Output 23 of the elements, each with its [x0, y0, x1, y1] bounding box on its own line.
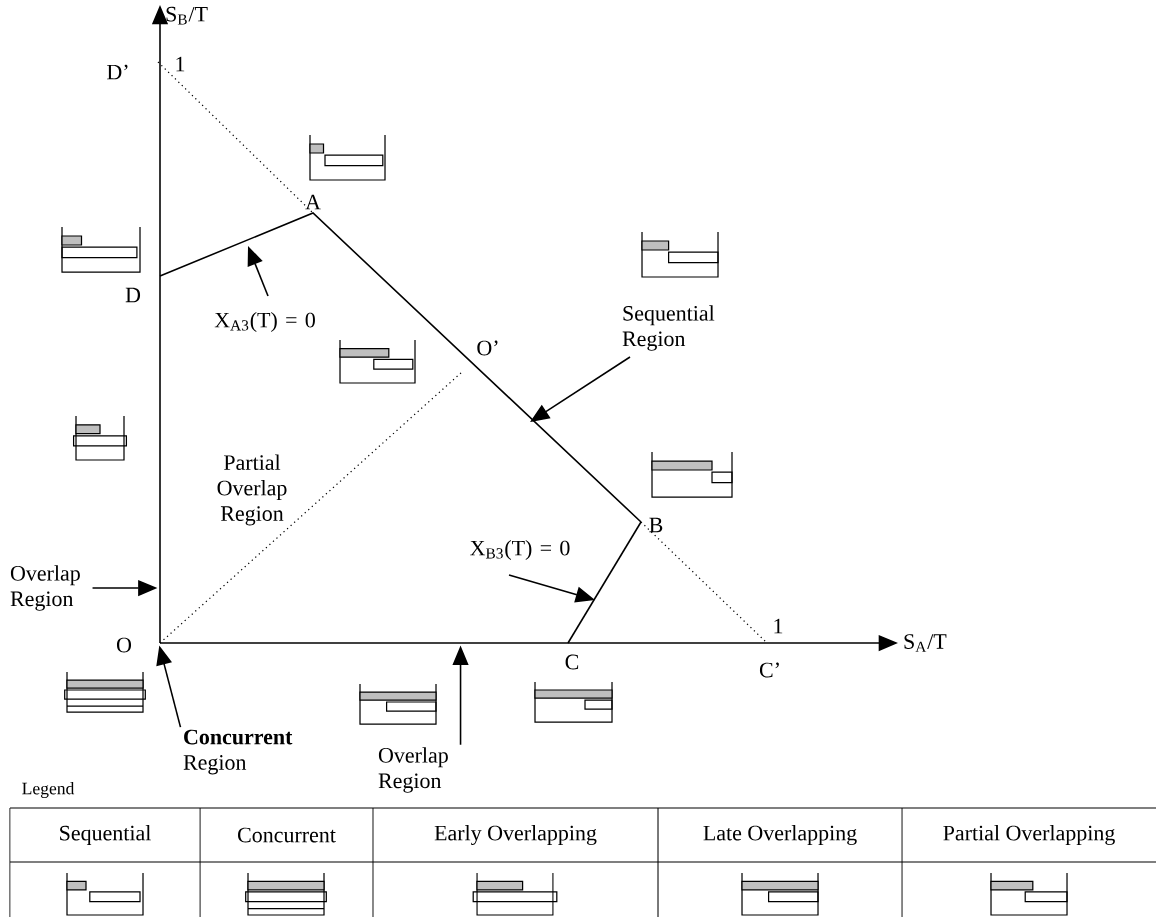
legend-text: Partial Overlapping: [943, 825, 1115, 845]
annotation-text: Sequential Region: [622, 305, 715, 351]
annotation-text: X$_{B3}$(T) = 0: [470, 540, 570, 560]
axis: S$_{A}$/T: [159, 634, 947, 652]
legend-text: Sequential: [60, 825, 151, 845]
annotation-text: Concurrent Region: [183, 729, 293, 775]
legend-text: Concurrent: [238, 827, 336, 843]
annotation-text: Overlap Region: [10, 565, 80, 611]
node-label: S$_{B}$/T: [166, 6, 208, 25]
annotation-text: Overlap Region: [378, 747, 448, 793]
point-label: O’: [477, 340, 498, 356]
annotation-text: X$_{A3}$(T) = 0: [214, 312, 315, 332]
legend-text: Early Overlapping: [434, 825, 597, 845]
legend-text: Late Overlapping: [703, 825, 857, 845]
point-label: B: [649, 517, 663, 533]
point-label: O: [117, 637, 132, 653]
tick-label: 1: [176, 56, 185, 72]
tick-label: 1: [774, 618, 783, 634]
node-label: S$_{A}$/T: [904, 634, 947, 652]
legend-title: Legend: [22, 782, 75, 798]
arrow: [530, 356, 631, 422]
point-label: A: [305, 194, 321, 210]
point-label: D’: [107, 64, 128, 80]
